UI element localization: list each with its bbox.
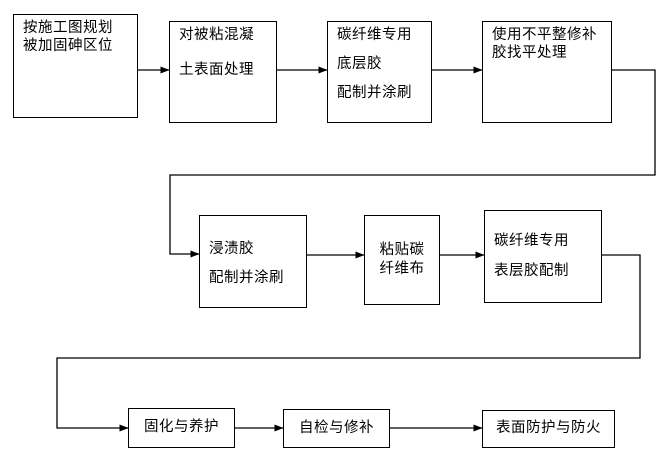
step-impregnating-glue-line: 配制并涂刷 <box>209 270 284 287</box>
step-primer-glue-line: 碳纤维专用 <box>337 27 412 43</box>
step-primer-glue[interactable]: 碳纤维专用底层胶配制并涂刷 <box>327 21 432 123</box>
step-surface-treatment[interactable]: 对被粘混凝土表面处理 <box>169 21 277 123</box>
step-topcoat-glue-line: 碳纤维专用 <box>494 233 569 250</box>
step-surface-protection-fireproof-text: 表面防护与防火 <box>483 421 614 436</box>
step-impregnating-glue-line: 浸渍胶 <box>209 241 254 257</box>
step-leveling-putty-line: 胶找平处理 <box>492 45 567 62</box>
step-paste-carbon-cloth[interactable]: 粘贴碳纤维布 <box>364 215 440 305</box>
step-surface-treatment-text: 对被粘混凝土表面处理 <box>170 27 276 79</box>
step-plan-area-text: 按施工图规划被加固砷区位 <box>14 20 137 55</box>
step-leveling-putty-text: 使用不平整修补胶找平处理 <box>483 27 611 62</box>
step-self-check-repair-text: 自检与修补 <box>284 419 389 436</box>
step-self-check-repair-line: 自检与修补 <box>299 419 374 436</box>
step-curing-maintenance[interactable]: 固化与养护 <box>128 408 235 448</box>
step-paste-carbon-cloth-line: 纤维布 <box>379 260 425 277</box>
step-paste-carbon-cloth-text: 粘贴碳纤维布 <box>365 242 439 277</box>
step-curing-maintenance-text: 固化与养护 <box>129 420 234 435</box>
step-surface-protection-fireproof[interactable]: 表面防护与防火 <box>482 410 615 448</box>
step-self-check-repair[interactable]: 自检与修补 <box>283 409 390 448</box>
step-plan-area-line: 被加固砷区位 <box>23 38 113 55</box>
step-plan-area[interactable]: 按施工图规划被加固砷区位 <box>13 14 138 118</box>
step-paste-carbon-cloth-line: 粘贴碳 <box>379 242 425 259</box>
step-curing-maintenance-line: 固化与养护 <box>144 419 219 436</box>
step-surface-protection-fireproof-line: 表面防护与防火 <box>496 420 601 437</box>
step-impregnating-glue-text: 浸渍胶配制并涂刷 <box>200 241 306 287</box>
step-surface-treatment-line: 对被粘混凝 <box>179 27 254 43</box>
connector-n4-to-n5 <box>169 69 656 258</box>
step-topcoat-glue-text: 碳纤维专用表层胶配制 <box>485 233 601 279</box>
step-surface-treatment-line: 土表面处理 <box>179 62 254 79</box>
step-primer-glue-line: 配制并涂刷 <box>337 85 412 102</box>
step-primer-glue-line: 底层胶 <box>337 56 382 73</box>
step-topcoat-glue[interactable]: 碳纤维专用表层胶配制 <box>484 210 602 303</box>
step-topcoat-glue-line: 表层胶配制 <box>494 262 569 279</box>
step-leveling-putty-line: 使用不平整修补 <box>492 27 597 43</box>
step-impregnating-glue[interactable]: 浸渍胶配制并涂刷 <box>199 215 307 308</box>
step-primer-glue-text: 碳纤维专用底层胶配制并涂刷 <box>328 27 431 102</box>
connector-n7-to-n8 <box>56 254 641 432</box>
step-plan-area-line: 按施工图规划 <box>23 20 113 36</box>
step-leveling-putty[interactable]: 使用不平整修补胶找平处理 <box>482 21 612 123</box>
